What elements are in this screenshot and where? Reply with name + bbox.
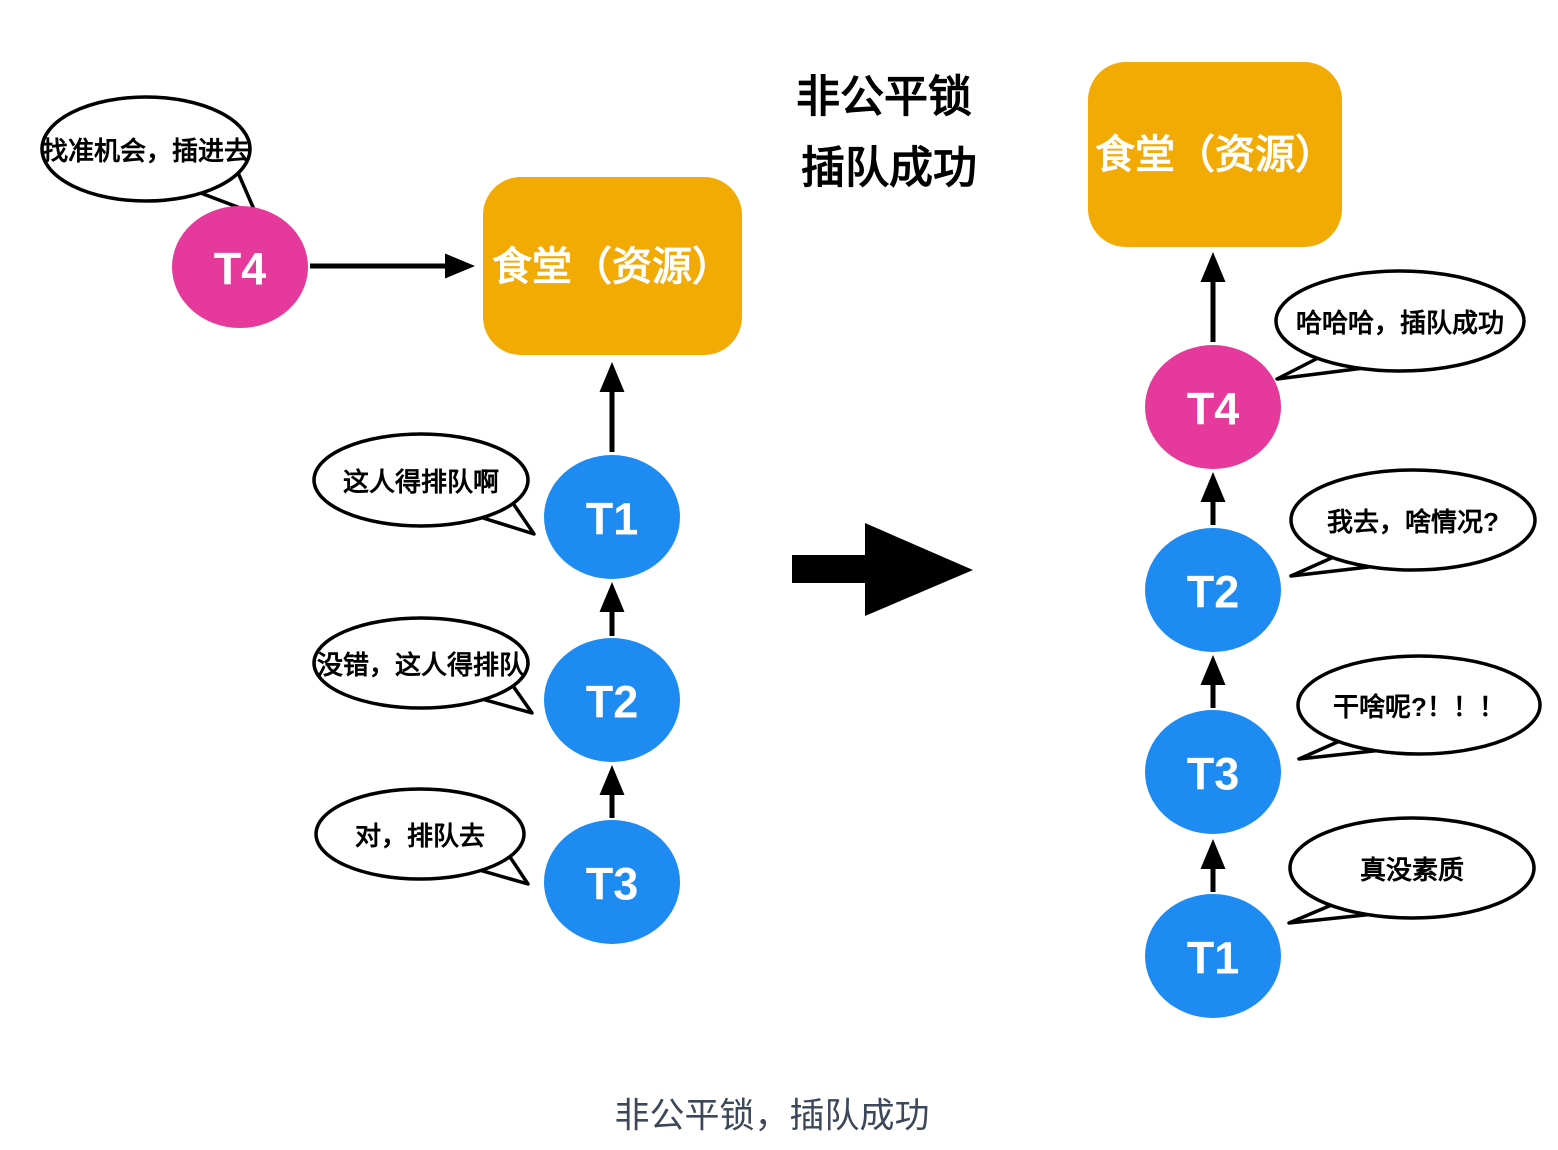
speech-bubble-body — [1288, 816, 1536, 920]
thread-circle — [1145, 894, 1281, 1018]
thread-circle-left-t1: T1 — [544, 455, 680, 579]
speech-bubble-body — [1289, 468, 1537, 572]
thread-circle-left-t2: T2 — [544, 638, 680, 762]
diagram-title-line1: 非公平锁 — [796, 73, 972, 122]
thread-label: T4 — [214, 244, 267, 295]
speech-bubble-text: 我去，啥情况? — [1327, 507, 1499, 537]
thread-label: T3 — [586, 859, 639, 910]
speech-bubble-body — [1274, 269, 1526, 373]
thread-label: T4 — [1187, 384, 1240, 435]
resource-rect — [1088, 62, 1342, 247]
speech-bubble-text: 真没素质 — [1360, 855, 1464, 885]
speech-bubble-right-t3: 干啥呢?！！！ — [1296, 654, 1542, 761]
thread-label: T2 — [1187, 567, 1240, 618]
thread-circle-left-t3: T3 — [544, 820, 680, 944]
speech-bubble-text: 哈哈哈，插队成功 — [1296, 308, 1504, 338]
speech-bubble-body — [312, 432, 530, 528]
thread-circle — [1145, 528, 1281, 652]
thread-circle-left-t4: T4 — [172, 206, 308, 328]
thread-label: T2 — [586, 677, 639, 728]
thread-circle — [544, 455, 680, 579]
speech-bubble-right-t2: 我去，啥情况? — [1289, 468, 1537, 578]
thread-circle — [1145, 710, 1281, 834]
speech-bubble-text: 没错，这人得排队 — [317, 650, 526, 680]
resource-label: 食堂（资源） — [1095, 133, 1335, 177]
speech-bubble-left-t1: 这人得排队啊 — [312, 432, 536, 536]
speech-bubble-text: 这人得排队啊 — [343, 467, 499, 497]
speech-bubble-body — [40, 95, 252, 203]
resource-rect — [483, 177, 742, 355]
thread-label: T1 — [1187, 933, 1240, 984]
thread-label: T3 — [1187, 749, 1240, 800]
thread-circle-right-t2: T2 — [1145, 528, 1281, 652]
thread-circle — [544, 820, 680, 944]
speech-bubble-left-t4: 找准机会，插进去 — [40, 95, 258, 216]
speech-bubble-body — [312, 616, 530, 710]
speech-bubble-text: 干啥呢?！！！ — [1333, 692, 1505, 722]
right-scene: 食堂（资源） 哈哈哈，插队成功 T4 我去，啥情况? T2 — [1088, 62, 1542, 1018]
resource-box-right: 食堂（资源） — [1088, 62, 1342, 247]
thread-circle — [1145, 345, 1281, 469]
speech-bubble-text: 对，排队去 — [355, 821, 485, 851]
thread-circle — [544, 638, 680, 762]
thread-label: T1 — [586, 494, 639, 545]
resource-label: 食堂（资源） — [492, 245, 732, 289]
thread-circle-right-t4: T4 — [1145, 345, 1281, 469]
right-arrow-icon — [792, 523, 973, 616]
speech-bubble-text: 找准机会，插进去 — [42, 136, 250, 166]
speech-bubble-body — [314, 787, 526, 881]
thread-circle — [172, 206, 308, 328]
speech-bubble-left-t3: 对，排队去 — [314, 787, 530, 886]
thread-circle-right-t3: T3 — [1145, 710, 1281, 834]
speech-bubble-body — [1296, 654, 1542, 756]
speech-bubble-right-t4: 哈哈哈，插队成功 — [1274, 269, 1526, 381]
thread-circle-right-t1: T1 — [1145, 894, 1281, 1018]
speech-bubble-left-t2: 没错，这人得排队 — [312, 616, 534, 715]
diagram-title: 非公平锁 插队成功 — [796, 73, 977, 193]
left-scene: 找准机会，插进去 T4 食堂（资源） 这人得排队啊 T1 — [40, 95, 742, 944]
bottom-caption: 非公平锁，插队成功 — [614, 1097, 929, 1136]
diagram-title-line2: 插队成功 — [801, 144, 977, 193]
resource-box-left: 食堂（资源） — [483, 177, 742, 355]
speech-bubble-right-t1: 真没素质 — [1287, 816, 1536, 925]
